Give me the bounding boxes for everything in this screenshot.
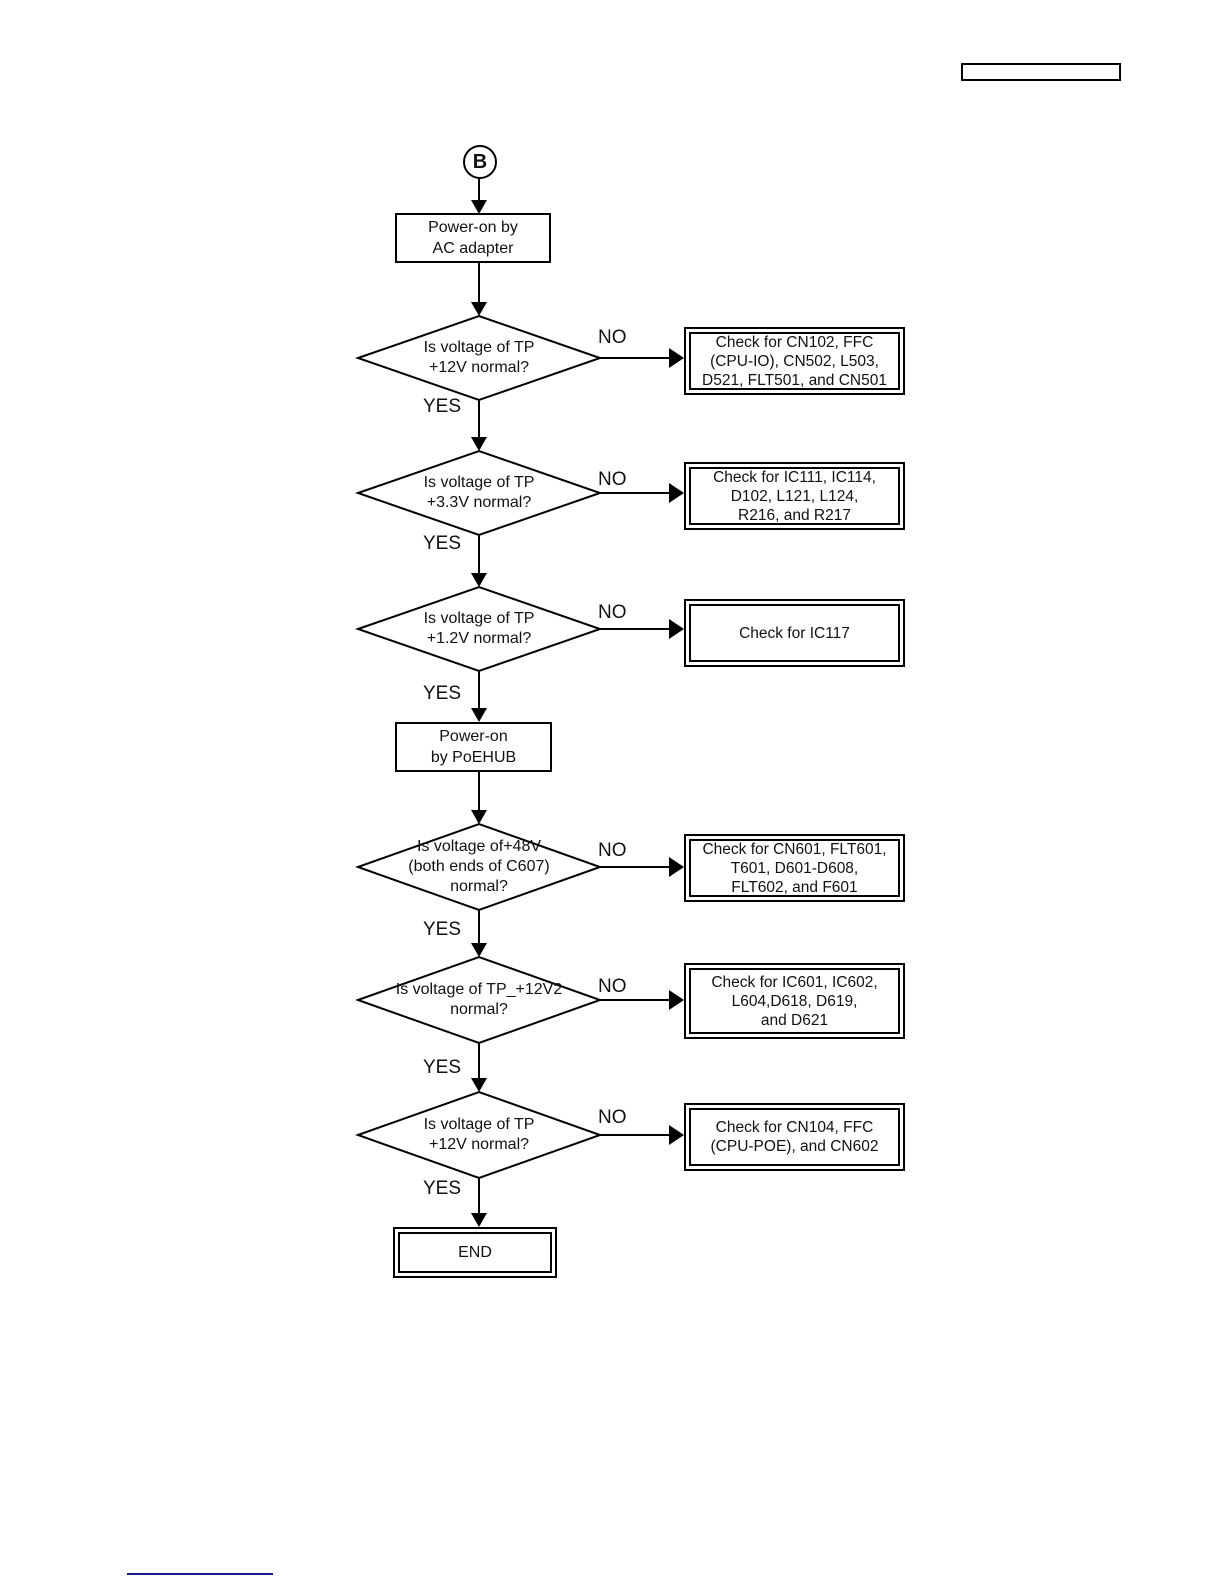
yes-label-1: YES [423, 396, 462, 417]
no-label-2: NO [598, 469, 627, 490]
arrow-d1-no [600, 348, 684, 368]
decision-5-shape [355, 955, 603, 1045]
no-label-1: NO [598, 327, 627, 348]
action-check-cn102-text: Check for CN102, FFC (CPU-IO), CN502, L5… [689, 332, 900, 390]
arrow-d6-to-end [471, 1178, 487, 1227]
yes-label-3: YES [423, 683, 462, 704]
decision-6-shape [355, 1090, 603, 1180]
action-check-cn601: Check for CN601, FLT601, T601, D601-D608… [684, 834, 905, 902]
end-box-text: END [398, 1232, 552, 1273]
process-power-on-ac-adapter: Power-on by AC adapter [395, 213, 551, 263]
arrow-d5-no [600, 990, 684, 1010]
arrow-d1-to-d2 [471, 400, 487, 451]
arrow-d3-to-p2 [471, 671, 487, 722]
action-check-ic117: Check for IC117 [684, 599, 905, 667]
action-check-ic601: Check for IC601, IC602, L604,D618, D619,… [684, 963, 905, 1039]
no-label-3: NO [598, 602, 627, 623]
action-check-ic111-text: Check for IC111, IC114, D102, L121, L124… [689, 467, 900, 525]
no-label-4: NO [598, 840, 627, 861]
bottom-left-rule [127, 1573, 273, 1575]
arrow-d4-to-d5 [471, 910, 487, 957]
action-check-ic111: Check for IC111, IC114, D102, L121, L124… [684, 462, 905, 530]
arrow-p1-to-d1 [471, 263, 487, 316]
end-box: END [393, 1227, 557, 1278]
no-label-6: NO [598, 1107, 627, 1128]
decision-2-shape [354, 449, 604, 537]
arrow-d3-no [600, 619, 684, 639]
arrow-d2-to-d3 [471, 535, 487, 587]
decision-1-shape [354, 314, 604, 402]
decision-3-shape [354, 585, 604, 673]
arrow-d6-no [600, 1125, 684, 1145]
arrow-d2-no [600, 483, 684, 503]
action-check-cn104: Check for CN104, FFC (CPU-POE), and CN60… [684, 1103, 905, 1171]
arrow-connector-to-p1 [471, 178, 487, 214]
arrow-p2-to-d4 [471, 772, 487, 824]
yes-label-5: YES [423, 1057, 462, 1078]
action-check-ic601-text: Check for IC601, IC602, L604,D618, D619,… [689, 968, 900, 1034]
decision-4-shape [355, 822, 603, 912]
process-power-on-poehub: Power-on by PoEHUB [395, 722, 552, 772]
yes-label-2: YES [423, 533, 462, 554]
no-label-5: NO [598, 976, 627, 997]
header-empty-box [961, 63, 1121, 81]
action-check-ic117-text: Check for IC117 [689, 604, 900, 662]
action-check-cn104-text: Check for CN104, FFC (CPU-POE), and CN60… [689, 1108, 900, 1166]
connector-label: B [472, 150, 488, 173]
action-check-cn601-text: Check for CN601, FLT601, T601, D601-D608… [689, 839, 900, 897]
action-check-cn102: Check for CN102, FFC (CPU-IO), CN502, L5… [684, 327, 905, 395]
connector-circle-b: B [463, 145, 497, 179]
arrow-d5-to-d6 [471, 1043, 487, 1092]
yes-label-4: YES [423, 919, 462, 940]
yes-label-6: YES [423, 1178, 462, 1199]
arrow-d4-no [600, 857, 684, 877]
